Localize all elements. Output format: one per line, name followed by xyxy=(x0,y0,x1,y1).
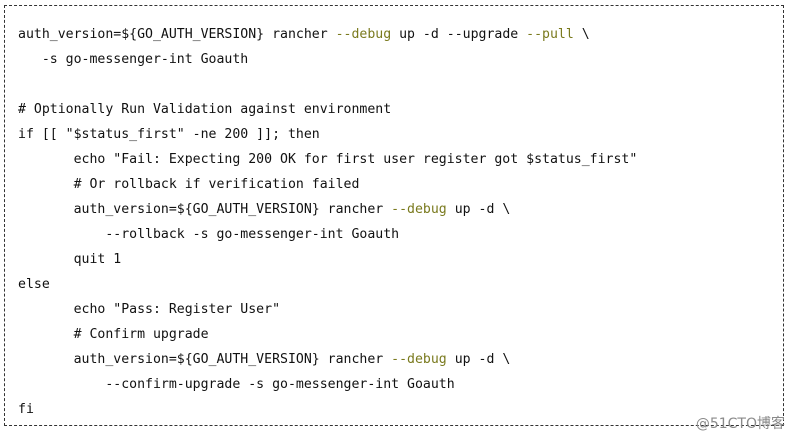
code-text-token: else xyxy=(18,277,50,292)
code-line: auth_version=${GO_AUTH_VERSION} rancher … xyxy=(18,347,637,372)
code-line: auth_version=${GO_AUTH_VERSION} rancher … xyxy=(18,197,637,222)
code-text-token: quit 1 xyxy=(18,252,122,267)
code-text-token: fi xyxy=(18,402,34,417)
code-line: --confirm-upgrade -s go-messenger-int Go… xyxy=(18,372,637,397)
code-line: if [[ "$status_first" -ne 200 ]]; then xyxy=(18,122,637,147)
code-line: echo "Fail: Expecting 200 OK for first u… xyxy=(18,147,638,172)
code-text-token: up -d --upgrade xyxy=(391,27,527,42)
code-block: auth_version=${GO_AUTH_VERSION} rancher … xyxy=(18,22,637,422)
site-watermark: @51CTO博客 xyxy=(695,416,785,432)
code-flag-token: --debug xyxy=(391,352,447,367)
code-text-token: auth_version=${GO_AUTH_VERSION} rancher xyxy=(18,202,392,217)
code-text-token: echo "Pass: Register User" xyxy=(18,302,281,317)
code-flag-token: --pull xyxy=(526,27,574,42)
code-line: --rollback -s go-messenger-int Goauth xyxy=(18,222,637,247)
code-text-token: auth_version=${GO_AUTH_VERSION} rancher xyxy=(18,352,392,367)
code-text-token: echo "Fail: Expecting 200 OK for first u… xyxy=(18,152,638,167)
code-line: auth_version=${GO_AUTH_VERSION} rancher … xyxy=(18,22,637,47)
code-text-token: auth_version=${GO_AUTH_VERSION} rancher xyxy=(18,27,336,42)
code-line: fi xyxy=(18,397,637,422)
code-line: -s go-messenger-int Goauth xyxy=(18,47,637,72)
code-line: # Optionally Run Validation against envi… xyxy=(18,97,637,122)
code-flag-token: --debug xyxy=(335,27,392,42)
code-text-token: # Optionally Run Validation against envi… xyxy=(18,102,392,117)
code-line: # Confirm upgrade xyxy=(18,322,637,347)
code-text-token: --rollback -s go-messenger-int Goauth xyxy=(18,227,400,242)
code-line: echo "Pass: Register User" xyxy=(18,297,637,322)
code-text-token: # Confirm upgrade xyxy=(18,327,209,342)
code-line xyxy=(18,72,637,97)
code-text-token: \ xyxy=(573,27,590,42)
code-flag-token: --debug xyxy=(391,202,447,217)
code-text-token: # Or rollback if verification failed xyxy=(18,177,360,192)
code-text-token: -s go-messenger-int Goauth xyxy=(18,52,249,67)
code-text-token: if [[ "$status_first" -ne 200 ]]; then xyxy=(18,127,320,142)
code-text-token: up -d \ xyxy=(446,352,511,367)
code-line: else xyxy=(18,272,637,297)
code-text-token: up -d \ xyxy=(446,202,511,217)
code-text-token: --confirm-upgrade -s go-messenger-int Go… xyxy=(18,377,455,392)
code-block-frame: auth_version=${GO_AUTH_VERSION} rancher … xyxy=(4,5,784,426)
code-line: # Or rollback if verification failed xyxy=(18,172,637,197)
code-line: quit 1 xyxy=(18,247,637,272)
